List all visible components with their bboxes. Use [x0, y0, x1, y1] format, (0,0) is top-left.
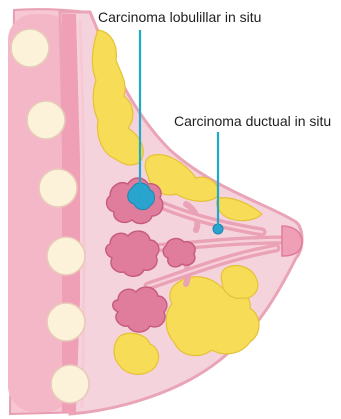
pectoral-muscle: [62, 14, 80, 412]
rib-3: [39, 169, 77, 207]
rib-4: [47, 237, 85, 275]
lobular-label: Carcinoma lobulillar in situ: [98, 9, 261, 25]
rib-1: [11, 29, 49, 67]
rib-2: [27, 101, 65, 139]
lobule-small: [163, 239, 195, 267]
ductal-label: Carcinoma ductual in situ: [174, 113, 331, 129]
rib-5: [47, 303, 85, 341]
rib-6: [51, 365, 89, 403]
